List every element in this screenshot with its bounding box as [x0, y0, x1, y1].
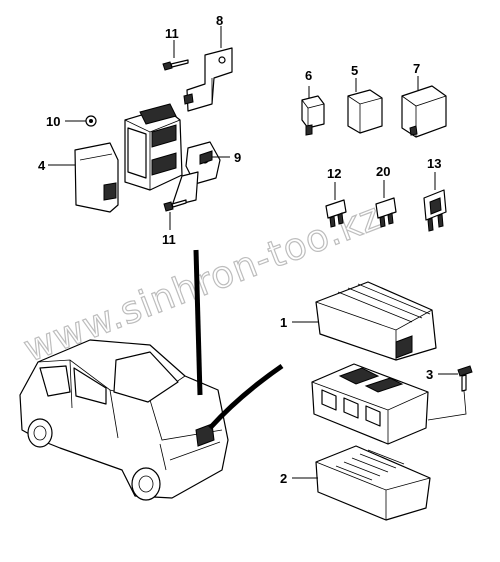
relay-small [301, 95, 325, 136]
callout-3: 3 [426, 367, 433, 382]
mounting-bracket [183, 47, 233, 112]
callout-11-top: 11 [165, 26, 179, 41]
car-to-fusebox-leader [208, 363, 284, 430]
callout-4: 4 [38, 158, 46, 173]
fuse-box-tray [315, 445, 431, 521]
callout-5: 5 [351, 63, 358, 78]
relay-cover [74, 142, 119, 213]
fuse-20 [375, 197, 397, 228]
callout-1: 1 [280, 315, 287, 330]
callout-20: 20 [376, 164, 390, 179]
callout-12: 12 [327, 166, 341, 181]
callout-11-bottom: 11 [162, 232, 176, 247]
callout-13: 13 [427, 156, 441, 171]
callout-9: 9 [234, 150, 241, 165]
fuse-13 [423, 189, 447, 232]
callout-2: 2 [280, 471, 287, 486]
nut [85, 115, 97, 127]
side-bracket [171, 141, 221, 207]
bolt-top [162, 59, 189, 71]
callout-leaders [48, 26, 458, 479]
callout-7: 7 [413, 61, 420, 76]
screw [427, 365, 473, 421]
car-illustration [19, 339, 229, 501]
car-to-relay-leader [193, 249, 203, 396]
callout-6: 6 [305, 68, 312, 83]
callout-labels: 11 8 10 4 9 11 6 5 7 12 20 13 1 3 2 [38, 13, 441, 486]
relay-housing [124, 103, 183, 191]
bolt-bottom [163, 199, 187, 212]
callout-10: 10 [46, 114, 60, 129]
relay-medium [347, 89, 383, 134]
relay-large [401, 85, 447, 138]
fuse-box-cover [315, 281, 437, 361]
fuse-12 [325, 199, 347, 228]
callout-8: 8 [216, 13, 223, 28]
fuse-box-body [311, 363, 429, 445]
